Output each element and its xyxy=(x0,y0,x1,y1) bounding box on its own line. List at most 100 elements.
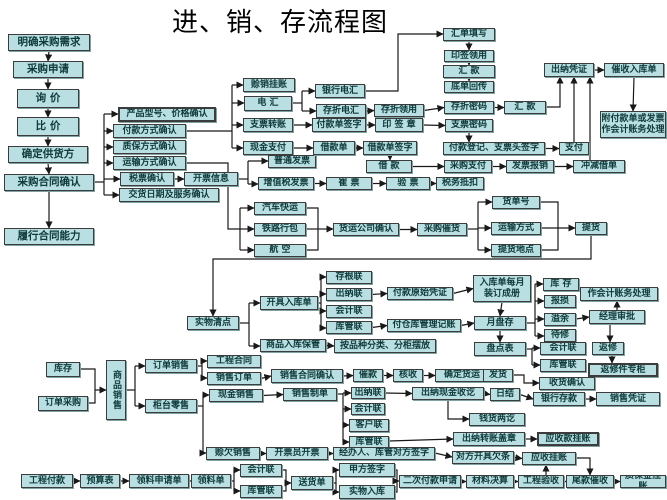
flow-node-b9: 印签领用 xyxy=(444,50,494,62)
flow-node-w3: 存根联 xyxy=(326,271,372,284)
flow-node-j14: 质保金挂账 xyxy=(620,475,666,488)
flow-node-w9: 商品入库保管 xyxy=(260,339,326,352)
flow-node-b10: 汇 款 xyxy=(443,65,495,78)
flow-node-c4: 运输方式确认 xyxy=(113,156,186,170)
flow-node-s4: 订单销售 xyxy=(145,359,197,373)
connector xyxy=(371,290,388,298)
flow-node-w8: 付仓库管理记账 xyxy=(387,319,461,332)
connector xyxy=(186,162,240,230)
flow-node-j4: 领料单 xyxy=(191,474,231,488)
connector xyxy=(513,374,540,387)
flow-node-w11: 入库单每月 装订成册 xyxy=(473,275,531,302)
flow-node-s21: 出纳现金收讫 xyxy=(412,387,484,400)
flow-node-w7: 付款原始凭证 xyxy=(387,287,453,300)
flow-node-b14: 汇 款 xyxy=(504,101,546,114)
flow-node-w2: 开具入库单 xyxy=(260,296,318,310)
page-title: 进、销、存流程图 xyxy=(171,8,388,38)
connector xyxy=(371,322,388,330)
flow-node-c1: 产品型号、价格确认 xyxy=(118,107,216,122)
flow-node-j8: 甲方签字 xyxy=(339,463,395,477)
flow-node-p3: 询 价 xyxy=(17,89,79,108)
flow-node-i5: 税务抵扣 xyxy=(436,177,484,190)
connector xyxy=(342,372,354,380)
connector xyxy=(365,30,444,92)
flow-node-j10: 二次付款申请 xyxy=(399,475,461,488)
flow-node-p4: 比 价 xyxy=(17,117,79,136)
flow-node-b17: 附付款单或发票 作会计账务处理 xyxy=(600,111,666,138)
flow-node-t2: 铁路行包 xyxy=(254,223,306,236)
flow-node-w18: 作会计账务处理 xyxy=(580,287,658,301)
flow-node-t8: 提货地点 xyxy=(491,244,541,257)
flow-node-s23: 银行存款 xyxy=(533,392,585,406)
flow-node-s12: 核收 xyxy=(393,369,423,382)
flow-node-w15: 报损 xyxy=(544,295,576,308)
flow-node-b4: 借款单 xyxy=(313,141,355,155)
flow-node-s14: 发货 xyxy=(483,369,513,382)
connector xyxy=(306,207,319,229)
flow-node-p2: 采购申请 xyxy=(13,61,83,78)
connector xyxy=(262,391,284,399)
connector xyxy=(306,229,319,251)
flow-node-t4: 货运公司确认 xyxy=(333,223,399,236)
flow-node-w17: 待修 xyxy=(544,329,576,342)
flow-node-b21: 采购支付 xyxy=(444,160,492,173)
flow-node-i1: 普通发票 xyxy=(268,155,316,168)
connector xyxy=(80,368,96,390)
flow-node-s1: 库存 xyxy=(46,362,80,377)
flow-node-t6: 货单号 xyxy=(492,196,540,209)
flow-node-s19: 客户联 xyxy=(349,419,389,432)
flow-node-s29: 应收挂账 xyxy=(522,452,576,465)
connector xyxy=(282,469,287,483)
connector xyxy=(423,104,445,113)
flow-node-c5: 税票确认 xyxy=(120,172,174,186)
flow-node-b2: 存折电汇 xyxy=(316,104,366,118)
flow-node-b8: 汇单填写 xyxy=(443,28,495,41)
flow-node-s2: 订单采购 xyxy=(38,396,88,411)
flow-node-b18: 付款登记、支票头签字 xyxy=(443,142,545,155)
flow-node-s10: 销售合同确认 xyxy=(271,369,343,383)
flow-node-w4: 出纳联 xyxy=(326,288,372,301)
connector xyxy=(546,76,564,108)
flow-node-s22: 日结 xyxy=(490,388,520,401)
connector xyxy=(447,400,470,423)
flow-node-s5: 柜台零售 xyxy=(145,399,197,413)
connector xyxy=(209,235,592,317)
flow-node-b1: 银行电汇 xyxy=(315,84,365,98)
connector xyxy=(422,121,446,129)
flow-node-w6: 库管联 xyxy=(326,321,372,334)
flow-node-m3: 支票转账 xyxy=(243,118,293,132)
flow-node-s25: 钱货两讫 xyxy=(469,413,525,426)
connector xyxy=(629,76,637,112)
flow-node-w19: 经理审批 xyxy=(589,310,645,324)
connector xyxy=(325,341,335,350)
connector xyxy=(575,314,590,322)
flow-node-s6: 工程合同 xyxy=(207,355,261,368)
flow-node-p5: 确定供货方 xyxy=(8,146,88,163)
flow-node-t3: 航 空 xyxy=(254,244,306,257)
flow-node-s7: 销售订单 xyxy=(207,372,261,385)
flow-node-w22: 会计联 xyxy=(540,342,586,355)
connector xyxy=(395,469,398,481)
flow-node-s17: 出纳联 xyxy=(351,387,385,399)
flow-node-w1: 实物清点 xyxy=(187,316,239,330)
flow-node-b15: 出纳凭证 xyxy=(544,63,594,77)
connector xyxy=(365,107,375,115)
flow-node-j6: 库管联 xyxy=(240,485,282,498)
flow-node-i2: 增值税发票 xyxy=(258,177,314,190)
flow-node-w13: 盘点表 xyxy=(474,342,526,356)
flow-node-b5: 借款单签字 xyxy=(363,141,417,155)
connector xyxy=(282,483,287,492)
flow-node-b12: 存折密码 xyxy=(444,101,494,114)
flow-node-c7: 交货日期及服务确认 xyxy=(119,188,219,202)
flow-node-i4: 验 票 xyxy=(386,177,430,190)
flow-node-s15: 收货确认 xyxy=(539,377,595,390)
flow-node-m1: 赊销挂账 xyxy=(243,78,295,92)
flow-node-w16: 溢余 xyxy=(544,313,576,326)
connector xyxy=(482,389,491,397)
flow-node-j12: 工程验收 xyxy=(518,475,564,488)
flow-node-j7: 送货单 xyxy=(291,476,333,490)
connector xyxy=(576,457,594,476)
flow-node-b6: 存折领用 xyxy=(374,104,424,117)
flow-node-w21: 返修件专柜 xyxy=(588,363,658,377)
